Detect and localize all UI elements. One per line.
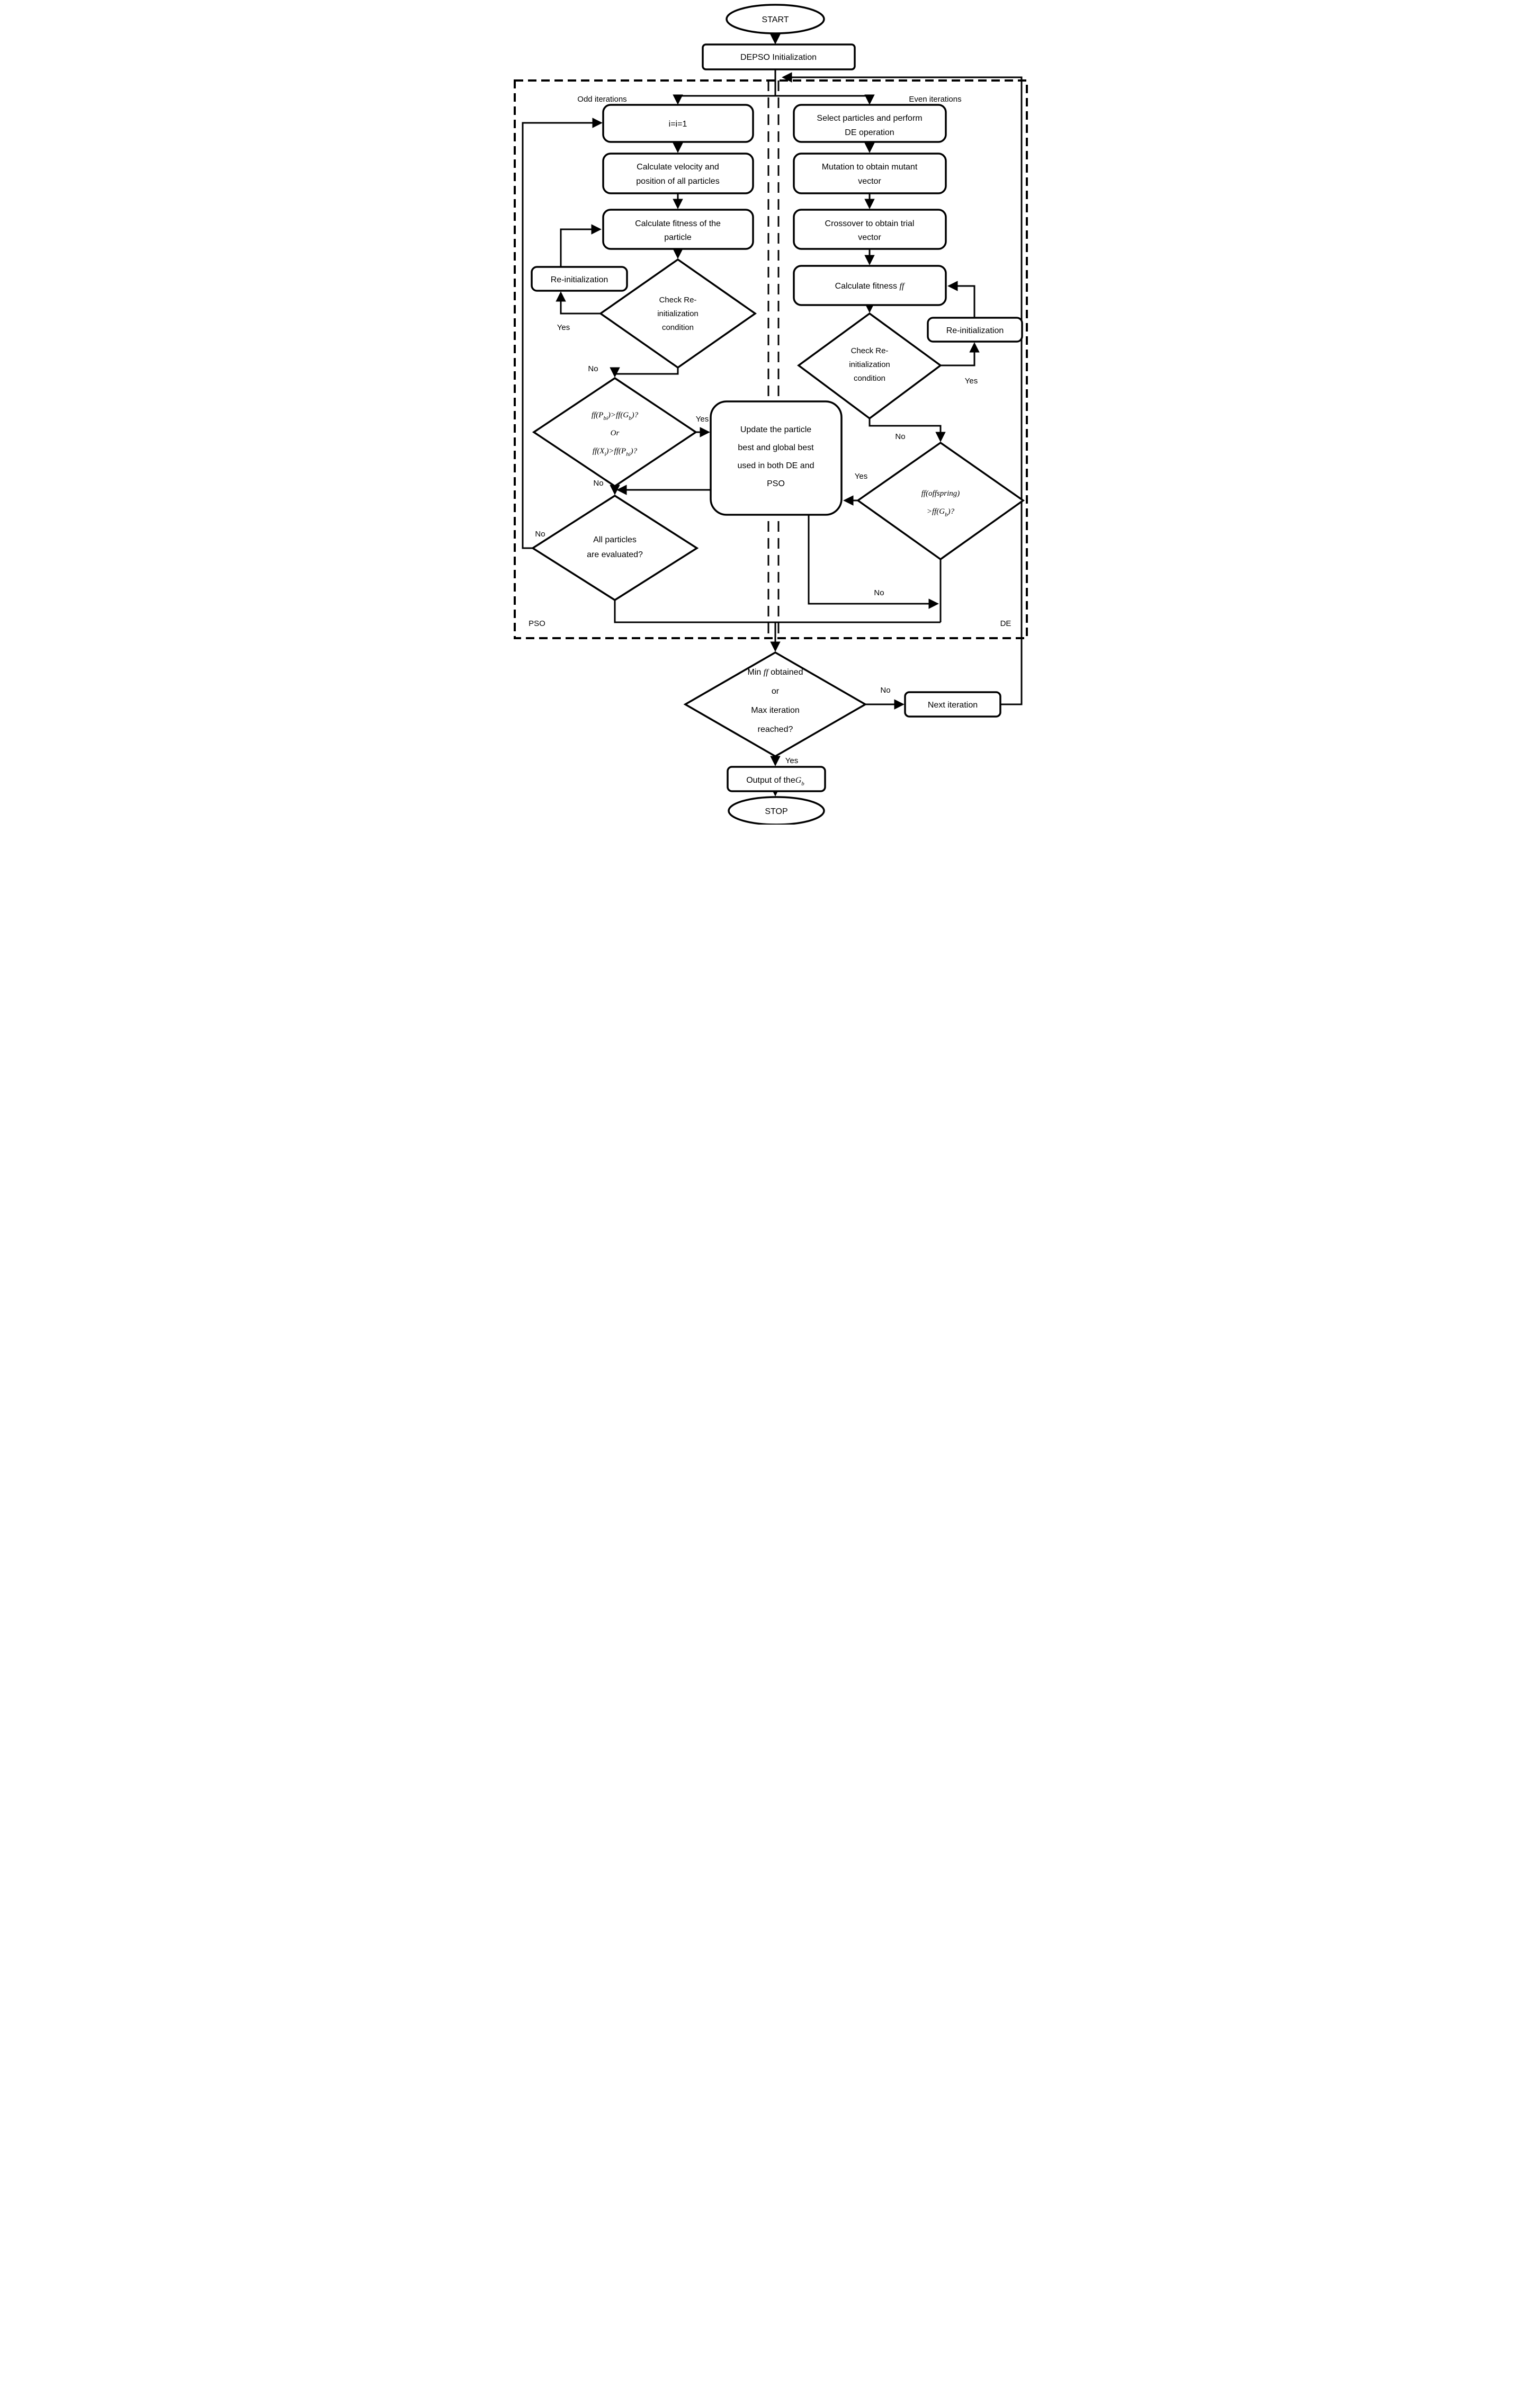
- check-reinit-right-decision: [797, 312, 942, 420]
- pso-condition-line2: Or: [611, 429, 620, 437]
- check-reinit-right-line2: initialization: [849, 360, 890, 369]
- check-reinit-right-line3: condition: [854, 374, 885, 383]
- minff-line3: Max iteration: [751, 706, 800, 715]
- check-reinit-left-decision: [598, 258, 757, 369]
- de-condition-line1: ff(offspring): [921, 489, 960, 498]
- minff-line1: Min ff obtained: [748, 668, 803, 677]
- minff-line4: reached?: [758, 725, 793, 734]
- mutation-line1: Mutation to obtain mutant: [822, 163, 918, 172]
- minff-decision: [683, 651, 867, 758]
- crossover-line1: Crossover to obtain trial: [825, 219, 915, 228]
- edge-check-right-yes-to-reinit: [941, 342, 980, 366]
- depso-init-label: DEPSO Initialization: [740, 53, 817, 62]
- label-yes-pso-condition: Yes: [696, 415, 709, 424]
- calc-fitness-line1: Calculate fitness of the: [635, 219, 721, 228]
- stop-terminator: [728, 796, 825, 825]
- init-counter-label: i=i=1: [669, 120, 687, 129]
- dashed-region-border: [514, 79, 1028, 639]
- label-yes-de-condition: Yes: [855, 472, 867, 481]
- reinit-left-step: [531, 266, 628, 292]
- label-no-pso-condition: No: [593, 479, 603, 488]
- flowchart-page: START DEPSO Initialization Odd iteration…: [505, 0, 1035, 825]
- start-label: START: [762, 15, 789, 24]
- calc-velocity-step: [602, 153, 754, 194]
- pso-condition-line1: ff(Pbi)>ff(Gb)?: [592, 411, 639, 422]
- depso-flowchart-canvas: START DEPSO Initialization Odd iteration…: [505, 0, 1035, 825]
- reinit-right-step: [927, 317, 1023, 343]
- crossover-line2: vector: [858, 233, 881, 242]
- calc-fitness-line2: particle: [664, 233, 692, 242]
- init-counter-step: [602, 104, 754, 143]
- stop-label: STOP: [765, 807, 787, 816]
- edge-next-iteration-return: [782, 72, 1023, 705]
- label-no-all-evaluated: No: [535, 530, 545, 539]
- mutation-line2: vector: [858, 177, 881, 186]
- all-evaluated-decision: [531, 494, 699, 602]
- reinit-left-label: Re-initialization: [551, 275, 608, 284]
- check-reinit-right-line1: Check Re-: [851, 346, 889, 355]
- select-particles-line2: DE operation: [845, 128, 894, 137]
- label-pso-region: PSO: [529, 619, 545, 628]
- de-condition-decision: [856, 441, 1025, 561]
- update-best-step: [710, 400, 843, 516]
- calc-velocity-line2: position of all particles: [636, 177, 719, 186]
- select-particles-step: [793, 104, 947, 143]
- crossover-step: [793, 209, 947, 250]
- edge-reinit-left-to-fitness: [560, 224, 602, 267]
- edge-update-bottom-to-de-line: [808, 515, 939, 609]
- next-iteration-step: [904, 691, 1001, 718]
- edge-split-to-odd: [673, 94, 775, 105]
- label-no-minff: No: [880, 686, 890, 695]
- check-reinit-left-line1: Check Re-: [659, 296, 697, 305]
- check-reinit-left-line3: condition: [662, 323, 694, 332]
- odd-iterations-label: Odd iterations: [577, 95, 626, 104]
- check-reinit-left-line2: initialization: [657, 309, 699, 318]
- output-gb-label: Output of theGb: [746, 776, 804, 787]
- pso-condition-line3: ff(Xi)>ff(Phi)?: [593, 447, 638, 458]
- calc-fitness-particle-step: [602, 209, 754, 250]
- edge-evaluated-no-loop-to-i: [522, 118, 603, 549]
- label-yes-minff: Yes: [785, 756, 798, 765]
- label-yes-check-left: Yes: [557, 323, 570, 332]
- calc-fitness-ff-step: [793, 265, 947, 306]
- edge-reinit-right-to-fitness-ff: [947, 281, 975, 318]
- start-terminator: [726, 4, 825, 34]
- update-best-line2: best and global best: [738, 443, 814, 452]
- de-condition-line2: >ff(Gb)?: [927, 507, 955, 518]
- mutation-step: [793, 153, 947, 194]
- edge-check-right-no-to-de-condition: [869, 418, 946, 442]
- edge-evaluated-yes-collector: [614, 600, 941, 623]
- label-no-check-right: No: [895, 432, 905, 441]
- even-iterations-label: Even iterations: [909, 95, 961, 104]
- edge-check-left-no-to-condition: [610, 367, 679, 378]
- all-evaluated-line1: All particles: [593, 535, 637, 544]
- update-best-line4: PSO: [767, 479, 785, 488]
- label-no-de-condition: No: [874, 588, 884, 597]
- all-evaluated-line2: are evaluated?: [587, 550, 643, 559]
- update-best-line3: used in both DE and: [738, 461, 814, 470]
- edge-split-to-even: [775, 94, 875, 105]
- calc-fitness-ff-label: Calculate fitness ff: [835, 282, 906, 291]
- calc-velocity-line1: Calculate velocity and: [637, 163, 719, 172]
- next-iteration-label: Next iteration: [928, 701, 978, 710]
- label-no-check-left: No: [588, 364, 598, 373]
- reinit-right-label: Re-initialization: [946, 326, 1004, 335]
- output-gb-step: [727, 766, 826, 792]
- update-best-line1: Update the particle: [740, 425, 811, 434]
- select-particles-line1: Select particles and perform: [817, 114, 922, 123]
- depso-init-step: [702, 43, 856, 70]
- edge-check-left-yes-to-reinit: [556, 291, 601, 315]
- label-de-region: DE: [1000, 619, 1011, 628]
- label-yes-check-right: Yes: [965, 377, 978, 386]
- minff-line2: or: [772, 687, 780, 696]
- pso-condition-decision: [532, 377, 698, 488]
